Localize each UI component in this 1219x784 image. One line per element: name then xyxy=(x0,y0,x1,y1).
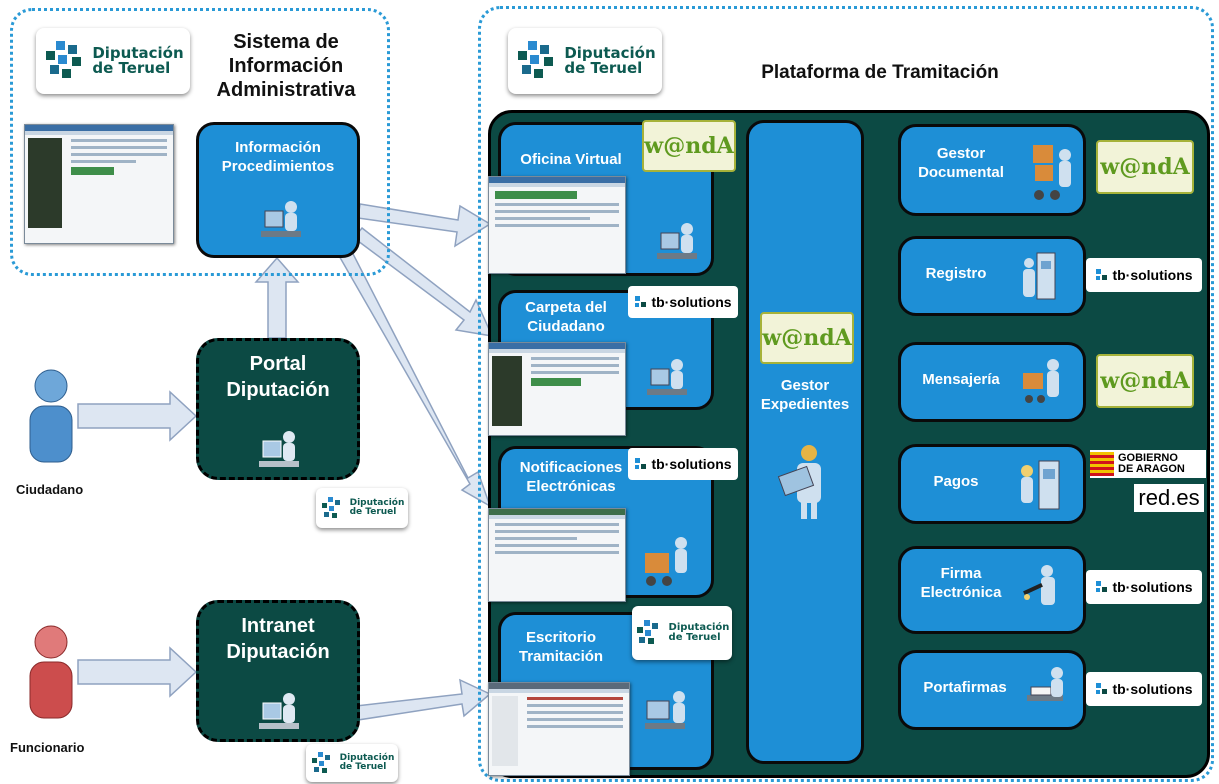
gestor-expedientes-box[interactable]: Gestor Expedientes xyxy=(746,120,864,764)
pagos-label: Pagos xyxy=(933,473,979,490)
escritorio-tramitacion-label: Escritorio Tramitación xyxy=(518,629,604,665)
aragon-flag-icon xyxy=(1090,452,1114,476)
intranet-diputacion-box[interactable]: Intranet Diputación xyxy=(196,600,360,742)
mensajeria-box[interactable]: Mensajería xyxy=(898,342,1086,422)
diputacion-logo-platform: Diputación de Teruel xyxy=(508,28,662,94)
diputacion-logo-icon xyxy=(636,620,658,644)
info-procedimientos-label: Información Procedimientos xyxy=(221,139,335,175)
carpeta-ciudadano-screenshot xyxy=(488,342,626,436)
diputacion-logo-portal: Diputación de Teruel xyxy=(316,488,408,528)
diputacion-logo-escritorio: Diputación de Teruel xyxy=(632,606,732,660)
diputacion-logo-icon xyxy=(518,41,554,78)
messenger-cart-icon xyxy=(1023,359,1059,403)
desk-worker-icon xyxy=(259,431,299,467)
notificaciones-label: Notificaciones Electrónicas xyxy=(519,459,623,495)
intranet-diputacion-label: Intranet Diputación xyxy=(226,615,330,663)
oficina-virtual-screenshot xyxy=(488,176,626,274)
tb-solutions-text: tb·solutions xyxy=(1112,267,1193,283)
tb-solutions-icon xyxy=(1096,683,1108,694)
sia-screenshot xyxy=(24,124,174,244)
diputacion-logo-text: Diputación de Teruel xyxy=(339,753,395,772)
wanda-logo-oficina: w@ndA xyxy=(642,120,736,172)
tb-solutions-text: tb·solutions xyxy=(1112,681,1193,697)
escritorio-tramitacion-screenshot xyxy=(488,682,630,776)
portafirmas-label: Portafirmas xyxy=(923,679,1007,696)
tb-solutions-logo-registro: tb·solutions xyxy=(1086,258,1202,292)
registro-label: Registro xyxy=(925,265,987,282)
info-procedimientos-box[interactable]: Información Procedimientos xyxy=(196,122,360,258)
diputacion-logo-sia: Diputación de Teruel xyxy=(36,28,190,94)
portal-diputacion-label: Portal Diputación xyxy=(226,353,330,401)
diputacion-logo-text: Diputación de Teruel xyxy=(668,622,730,643)
gobierno-aragon-text: GOBIERNO DE ARAGON xyxy=(1118,452,1185,475)
diputacion-logo-icon xyxy=(311,752,330,773)
arrow-info-oficina xyxy=(357,203,492,248)
diputacion-logo-icon xyxy=(321,497,340,518)
platform-region xyxy=(478,6,1214,782)
diputacion-logo-text: Diputación de Teruel xyxy=(92,44,184,77)
platform-title: Plataforma de Tramitación xyxy=(761,62,999,83)
wanda-logo-gestor-documental: w@ndA xyxy=(1096,140,1194,194)
desk-signing-icon xyxy=(1027,667,1063,701)
gestor-expedientes-label: Gestor Expedientes xyxy=(760,377,850,413)
tb-solutions-text: tb·solutions xyxy=(1112,579,1193,595)
engineer-blueprint-icon xyxy=(777,445,821,519)
desk-worker-icon xyxy=(647,359,687,395)
portal-diputacion-box[interactable]: Portal Diputación xyxy=(196,338,360,480)
tb-solutions-text: tb·solutions xyxy=(651,294,732,310)
tb-solutions-logo-notificaciones: tb·solutions xyxy=(628,448,738,480)
arrow-info-notificaciones xyxy=(336,246,492,508)
tb-solutions-icon xyxy=(635,296,647,307)
tb-solutions-icon xyxy=(1096,269,1108,280)
registro-box[interactable]: Registro xyxy=(898,236,1086,316)
notificaciones-screenshot xyxy=(488,508,626,602)
tb-solutions-logo-carpeta: tb·solutions xyxy=(628,286,738,318)
diputacion-logo-text: Diputación de Teruel xyxy=(564,44,656,77)
gestor-documental-label: Gestor Documental xyxy=(918,145,1004,181)
tb-solutions-logo-firma: tb·solutions xyxy=(1086,570,1202,604)
payment-terminal-icon xyxy=(1021,460,1060,510)
wanda-logo-mensajeria: w@ndA xyxy=(1096,354,1194,408)
gestor-documental-box[interactable]: Gestor Documental xyxy=(898,124,1086,216)
gobierno-aragon-logo: GOBIERNO DE ARAGON xyxy=(1090,450,1206,478)
official-icon xyxy=(29,625,73,719)
sia-region xyxy=(10,8,390,276)
portafirmas-box[interactable]: Portafirmas xyxy=(898,650,1086,730)
diputacion-logo-icon xyxy=(46,41,82,78)
tb-solutions-icon xyxy=(1096,581,1108,592)
mensajeria-label: Mensajería xyxy=(922,371,1000,388)
arrow-official-intranet xyxy=(77,646,198,698)
registry-terminal-icon xyxy=(1023,252,1056,300)
citizen-label: Ciudadano xyxy=(16,482,84,497)
sia-title: Sistema de Información Administrativa xyxy=(216,31,356,101)
arrow-citizen-portal xyxy=(77,390,198,442)
mail-cart-icon xyxy=(645,537,687,586)
tb-solutions-icon xyxy=(635,458,647,469)
oficina-virtual-label: Oficina Virtual xyxy=(520,151,622,168)
arrow-portal-info xyxy=(254,256,300,339)
arrow-intranet-escritorio xyxy=(355,678,492,721)
firma-electronica-label: Firma Electrónica xyxy=(920,565,1002,601)
desk-worker-icon xyxy=(657,223,697,259)
firma-electronica-box[interactable]: Firma Electrónica xyxy=(898,546,1086,634)
desk-worker-icon xyxy=(259,693,299,729)
carpeta-ciudadano-label: Carpeta del Ciudadano xyxy=(525,299,607,335)
diputacion-logo-intranet: Diputación de Teruel xyxy=(306,744,398,782)
desk-worker-icon xyxy=(645,691,685,729)
redes-logo: red.es xyxy=(1134,484,1204,512)
signing-person-icon xyxy=(1023,565,1055,605)
tb-solutions-text: tb·solutions xyxy=(651,456,732,472)
diputacion-logo-text: Diputación de Teruel xyxy=(349,498,405,517)
official-label: Funcionario xyxy=(10,740,85,755)
pagos-box[interactable]: Pagos xyxy=(898,444,1086,524)
wanda-logo-gestor-expedientes: w@ndA xyxy=(760,312,854,364)
citizen-icon xyxy=(29,369,73,463)
tb-solutions-logo-portafirmas: tb·solutions xyxy=(1086,672,1202,706)
desk-worker-icon xyxy=(261,201,301,237)
document-storage-icon xyxy=(1033,145,1071,200)
